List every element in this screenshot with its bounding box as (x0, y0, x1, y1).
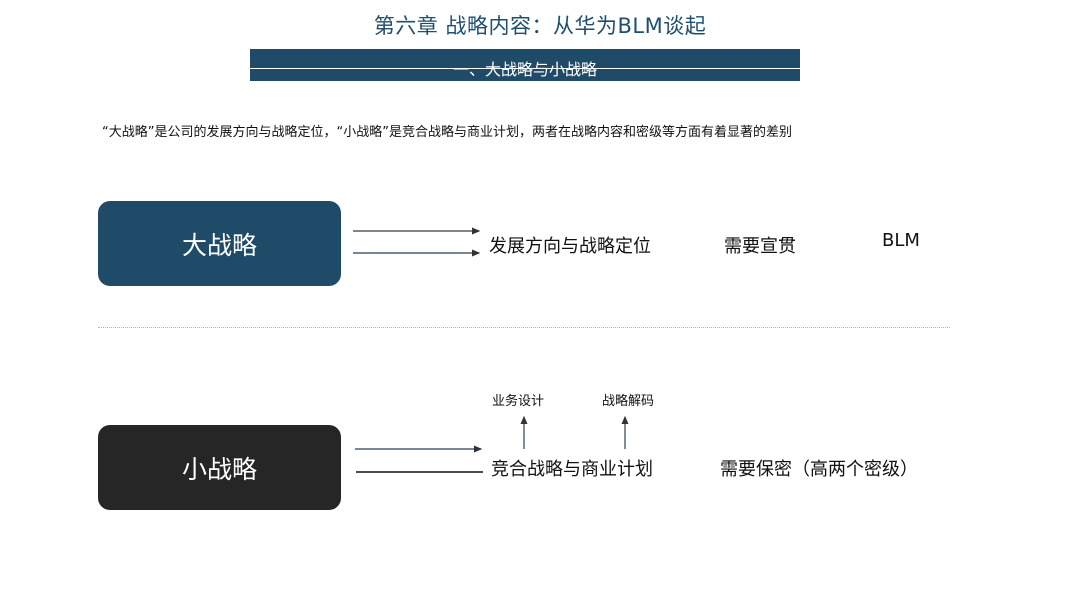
big-strategy-label: 大战略 (181, 230, 257, 260)
chapter-title: 第六章 战略内容：从华为BLM谈起 (373, 14, 707, 38)
small-strategy-box: 小战略 (98, 425, 341, 510)
intro-text: “大战略”是公司的发展方向与战略定位，“小战略”是竞合战略与商业计划，两者在战略… (102, 125, 792, 140)
big-strategy-requirement: 需要宣贯 (724, 236, 796, 257)
blm-label: BLM (882, 230, 920, 251)
section-banner: 一、大战略与小战略 (250, 49, 800, 81)
small-strategy-requirement: 需要保密（高两个密级） (720, 459, 918, 480)
big-strategy-box: 大战略 (98, 201, 341, 286)
small-strategy-target: 竞合战略与商业计划 (491, 459, 653, 480)
small-strategy-label: 小战略 (181, 454, 257, 484)
strategy-decoding-label: 战略解码 (602, 394, 655, 409)
section-title: 一、大战略与小战略 (452, 60, 597, 79)
section-divider (98, 327, 950, 328)
business-design-label: 业务设计 (492, 394, 545, 409)
banner-rule (250, 68, 800, 69)
big-strategy-target: 发展方向与战略定位 (489, 236, 651, 257)
